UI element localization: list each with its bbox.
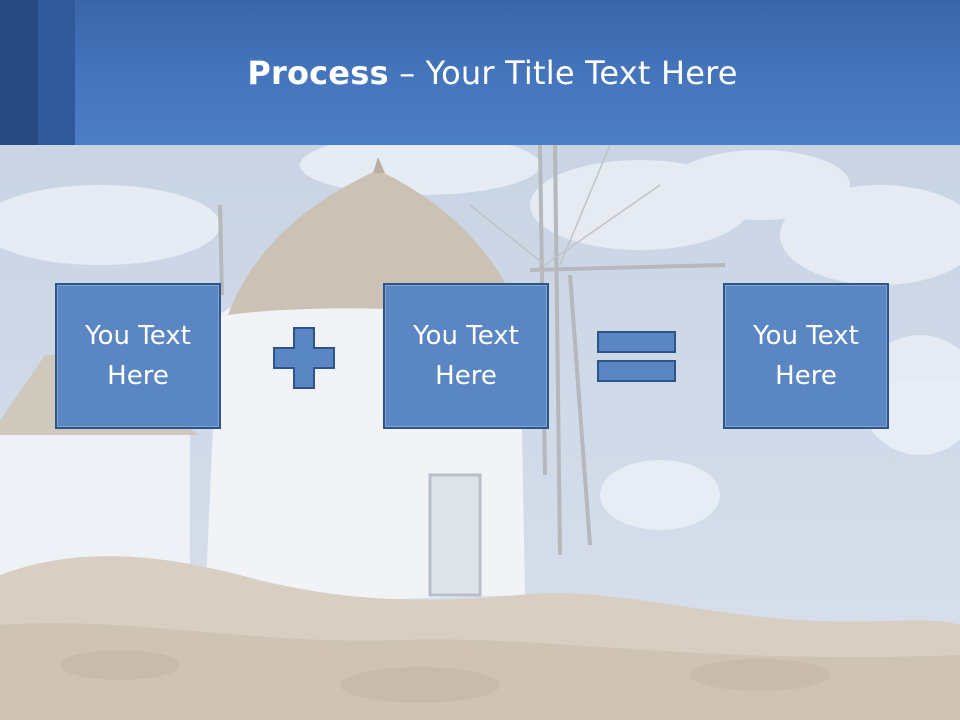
equals-icon[interactable] [596,330,678,384]
process-box-1[interactable]: You Text Here [55,283,221,429]
title-rest: Your Title Text Here [425,54,738,92]
header-accent-bar-dark [0,0,38,145]
process-box-3[interactable]: You Text Here [723,283,889,429]
title-bold: Process [247,54,389,92]
slide-title[interactable]: Process – Your Title Text Here [0,54,960,92]
plus-icon[interactable] [272,326,336,390]
title-bar: Process – Your Title Text Here [0,0,960,145]
process-box-2[interactable]: You Text Here [383,283,549,429]
title-dash: – [399,54,416,92]
header-accent-bar [38,0,75,145]
windmill-background-image [0,145,960,720]
